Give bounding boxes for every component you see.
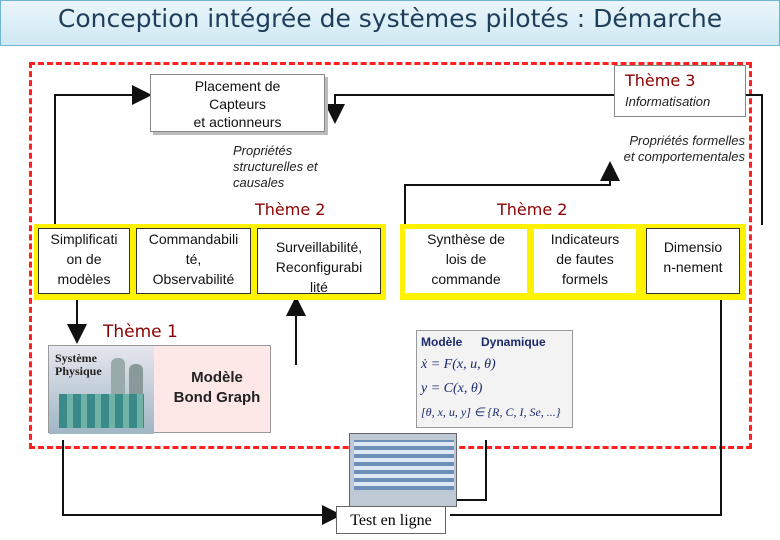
theme2-right-label: Thème 2 xyxy=(497,200,568,219)
surveil-cell: Surveillabilité, Reconfigurabi lité xyxy=(257,228,381,294)
theme1-label: Thème 1 xyxy=(103,322,178,342)
arrow-synthese-up xyxy=(404,161,620,225)
theme3-sub: Informatisation xyxy=(625,94,711,109)
line-left-to-test xyxy=(62,440,342,525)
equation-state: ẋ = F(x, u, θ) xyxy=(421,357,496,372)
theme2-left-label: Thème 2 xyxy=(255,200,326,219)
test-screen-image xyxy=(349,433,457,507)
simplif-cell: Simplificati on de modèles xyxy=(38,228,130,294)
arrow-to-placement xyxy=(54,85,152,230)
dynamic-model-box: Modèle Dynamique ẋ = F(x, u, θ) y = C(x,… xyxy=(416,330,573,428)
indicateurs-cell: Indicateurs de fautes formels xyxy=(533,228,637,294)
tower-icon xyxy=(111,358,125,394)
plant-image: Système Physique xyxy=(49,346,154,434)
arrow-theme3-to-placement xyxy=(325,94,614,124)
command-cell: Commandabili té, Observabilité xyxy=(136,228,251,294)
prop-form-label: Propriétés formelles et comportementales xyxy=(623,133,745,164)
dynamic-label: Dynamique xyxy=(481,335,546,349)
placement-box: Placement de Capteurs et actionneurs xyxy=(150,74,325,132)
theme3-box: Thème 3 Informatisation xyxy=(614,65,746,117)
placement-label: Placement de Capteurs et actionneurs xyxy=(193,78,282,130)
theme3-title: Thème 3 xyxy=(625,71,696,90)
synthese-cell: Synthèse de lois de commande xyxy=(404,228,528,294)
dimension-cell: Dimensio n-nement xyxy=(646,228,740,294)
equation-domain: [θ, x, u, y] ∈ {R, C, I, Se, ...} xyxy=(421,405,561,419)
line-right-to-test xyxy=(450,300,722,516)
prop-struct-label: Propriétés structurelles et causales xyxy=(233,143,318,190)
model-label: Modèle xyxy=(421,335,463,349)
sys-phys-label: Système Physique xyxy=(55,351,102,378)
line-right-to-theme3 xyxy=(744,94,763,225)
plant-equipment-icon xyxy=(59,394,144,428)
bond-graph-panel: Système Physique Modèle Bond Graph xyxy=(48,345,271,434)
screen-content-icon xyxy=(354,440,454,490)
title-bar xyxy=(0,0,780,46)
tower-icon xyxy=(129,364,143,394)
equation-output: y = C(x, θ) xyxy=(421,381,483,396)
arrow-dynamic-right xyxy=(445,440,487,501)
test-label: Test en ligne xyxy=(336,506,446,534)
bond-graph-label: Modèle Bond Graph xyxy=(173,369,261,406)
page-title: Conception intégrée de systèmes pilotés … xyxy=(57,4,723,33)
